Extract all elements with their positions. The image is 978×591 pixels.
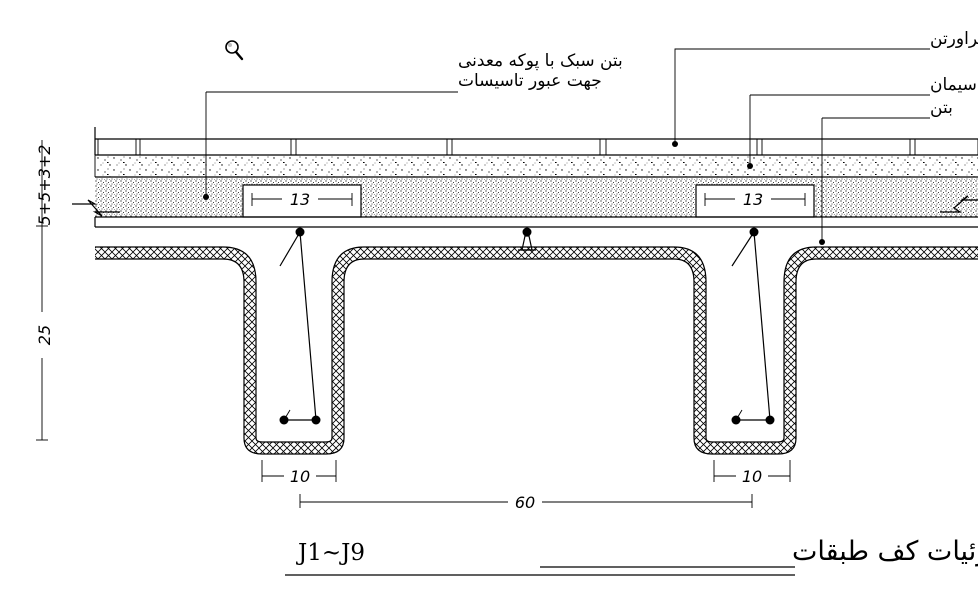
dim-slot-right: 13 [704, 190, 806, 209]
dim-rib-right: 10 [713, 460, 791, 486]
break-line-left [72, 199, 120, 217]
leader-mortar [747, 94, 930, 169]
label-concrete: بتن [930, 98, 953, 118]
dim-rib-left: 10 [261, 460, 337, 486]
rebar-left [279, 227, 321, 425]
leader-concrete [819, 117, 930, 245]
mortar-layer [94, 155, 978, 178]
leader-travertine [672, 48, 930, 147]
dim-rib-height-label: 25 [35, 325, 54, 345]
label-mortar: ملات ماسه سیمان [930, 75, 978, 95]
search-icon[interactable] [225, 40, 244, 61]
drawing-title: جزئیات کف طبقات [792, 536, 978, 567]
dim-slot-right-label: 13 [743, 190, 763, 209]
support-chair [518, 227, 536, 251]
title-block: جزئیات کف طبقات J1~J9 [285, 536, 978, 576]
travertine-layer [94, 127, 978, 156]
drawing-code: J1~J9 [296, 540, 365, 566]
dim-rib-left-label: 10 [290, 467, 310, 486]
dim-slot-left: 13 [251, 190, 353, 209]
light-concrete-layer [95, 178, 978, 218]
dim-rib-spacing-label: 60 [515, 493, 535, 512]
label-light-concrete-line1: بتن سبک با پوکه معدنی [458, 51, 623, 71]
formwork-profile [95, 246, 978, 455]
label-travertine: سنگ تراورتن [930, 28, 978, 49]
leader-light-concrete [203, 91, 458, 200]
dim-layers-label: 5+5+3+2 [35, 145, 54, 226]
dim-slot-left-label: 13 [290, 190, 310, 209]
label-light-concrete-line2: جهت عبور تاسیسات [458, 71, 602, 91]
rebar-right [731, 227, 775, 425]
dim-rib-right-label: 10 [742, 467, 762, 486]
dim-rib-spacing: 60 [299, 493, 753, 512]
concrete-slab [94, 217, 978, 228]
break-line-right [940, 195, 978, 213]
dim-vertical: 25 5+5+3+2 [35, 140, 54, 441]
